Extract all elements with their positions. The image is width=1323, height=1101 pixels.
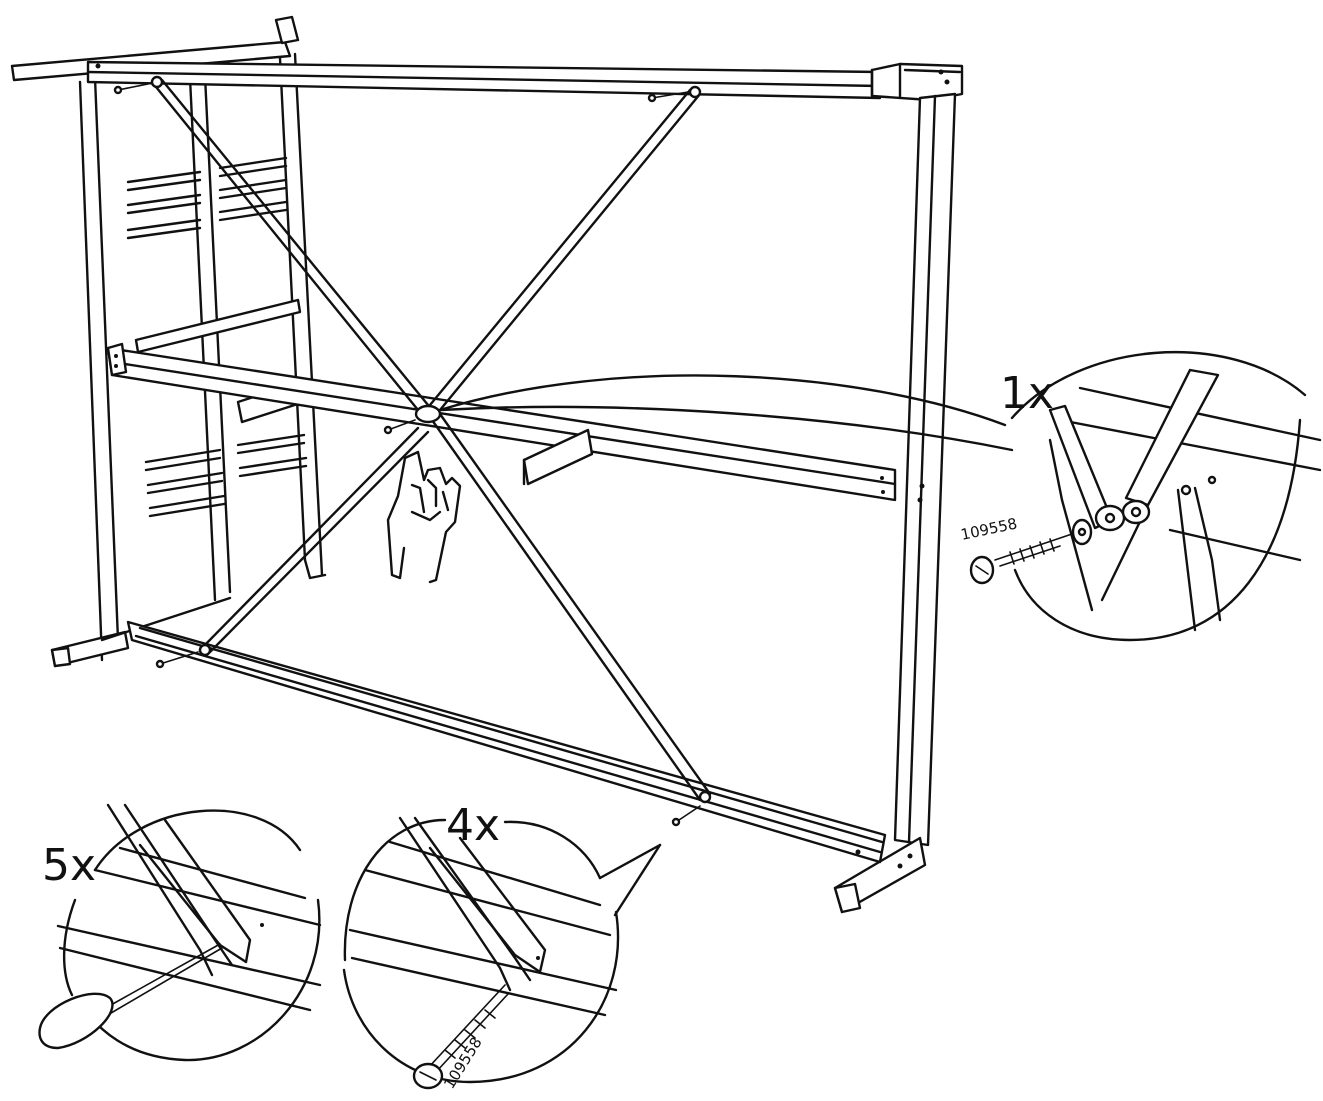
bed-frame [10, 15, 964, 914]
screwdriver-icon [38, 943, 223, 1050]
cross-brace [150, 75, 712, 804]
screw-icon [412, 984, 509, 1090]
left-end-frame [10, 15, 327, 668]
top-rail [86, 60, 964, 102]
detail-callout-bottom-left: 5x [38, 803, 322, 1062]
middle-rail [106, 342, 897, 502]
frame-screws [113, 83, 701, 827]
quantity-label: 1x [1000, 368, 1054, 419]
quantity-label: 4x [446, 800, 500, 851]
detail-callout-bottom-mid: 4x 109558 [342, 800, 662, 1092]
quantity-label: 5x [42, 840, 96, 891]
right-post [833, 92, 957, 914]
detail-callout-right: 1x 109558 [438, 351, 1322, 642]
part-number-label: 109558 [959, 514, 1019, 544]
hand-pressing-icon [386, 450, 462, 584]
screw-icon [969, 533, 1073, 585]
bottom-rail [126, 620, 887, 864]
